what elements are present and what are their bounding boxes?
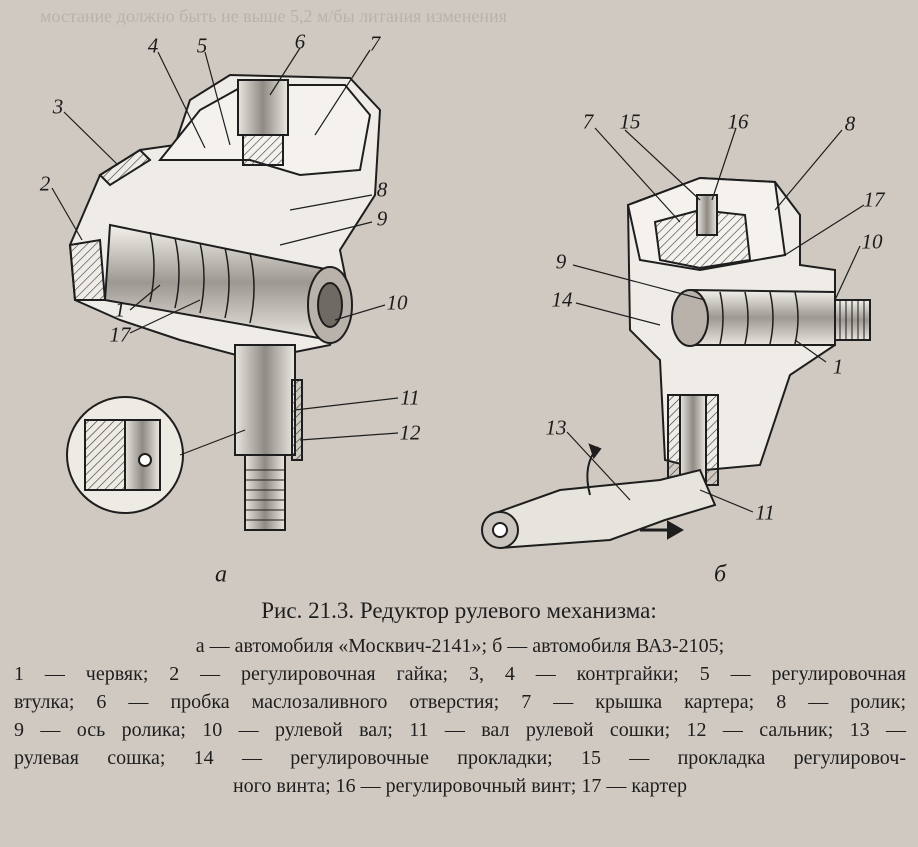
callout-a-5: 5 — [196, 33, 208, 58]
panel-b-drawing — [481, 127, 871, 550]
callout-a-1: 1 — [114, 297, 126, 322]
callout-b-8: 8 — [844, 111, 856, 136]
callout-a-2: 2 — [39, 171, 51, 196]
callout-b-13: 13 — [545, 415, 567, 440]
legend-line-4: 9 — ось ролика; 10 — рулевой вал; 11 — в… — [14, 719, 906, 741]
legend-line-6: ного винта; 16 — регулировочный винт; 17… — [232, 775, 688, 797]
steering-gear-figure — [51, 47, 871, 550]
callout-b-9: 9 — [555, 249, 567, 274]
panel-label-b: б — [713, 561, 727, 588]
callout-a-7: 7 — [369, 31, 381, 56]
legend-line-2: 1 — червяк; 2 — регулировочная гайка; 3,… — [14, 663, 906, 685]
callout-a-3: 3 — [52, 94, 64, 119]
callout-a-4: 4 — [147, 33, 159, 58]
callout-b-15: 15 — [619, 109, 641, 134]
legend-line-1: а — автомобиля «Москвич-2141»; б — автом… — [195, 635, 725, 657]
callout-b-10: 10 — [861, 229, 883, 254]
callout-b-17: 17 — [863, 187, 885, 212]
callout-a-6: 6 — [294, 29, 306, 54]
callout-b-14: 14 — [551, 287, 573, 312]
callout-b-1: 1 — [832, 354, 844, 379]
callout-a-9: 9 — [376, 206, 388, 231]
callout-b-11: 11 — [755, 500, 775, 525]
callout-a-11: 11 — [400, 385, 420, 410]
callout-b-16: 16 — [727, 109, 749, 134]
callout-a-17: 17 — [109, 322, 131, 347]
legend-line-5: рулевая сошка; 14 — регулировочные прокл… — [14, 747, 906, 769]
panel-label-a: а — [215, 561, 227, 588]
callout-a-12: 12 — [399, 420, 421, 445]
callout-a-10: 10 — [386, 290, 408, 315]
callout-a-8: 8 — [376, 177, 388, 202]
legend-line-3: втулка; 6 — пробка маслозаливного отверс… — [14, 691, 906, 713]
panel-a-drawing — [51, 47, 399, 531]
figure-caption-title: Рис. 21.3. Редуктор рулевого механизма: — [261, 598, 657, 623]
figure-legend: а — автомобиля «Москвич-2141»; б — автом… — [14, 632, 906, 800]
callout-b-7: 7 — [582, 109, 594, 134]
